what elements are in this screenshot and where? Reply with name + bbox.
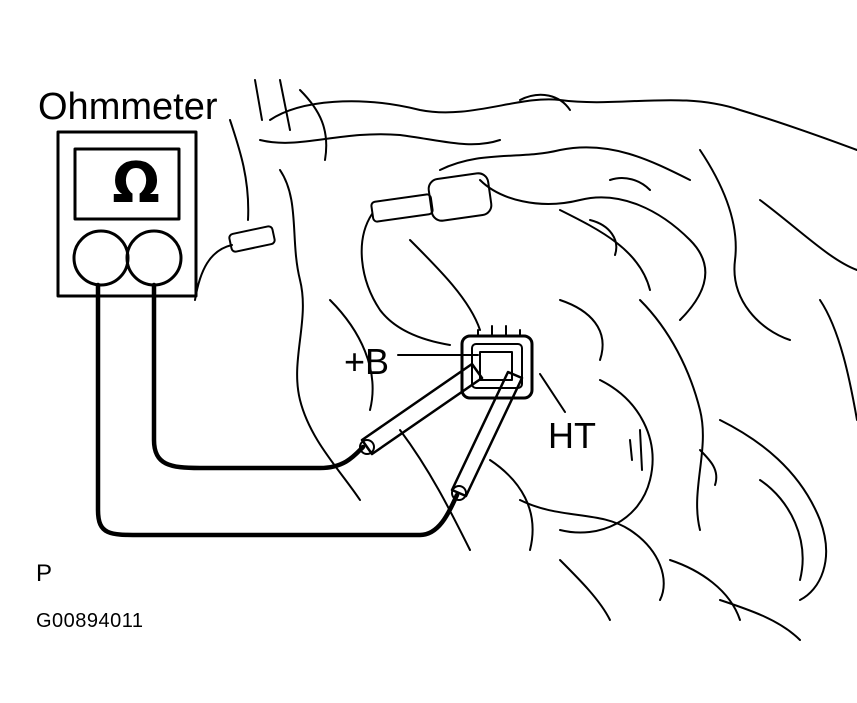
test-lead-upper [151,282,366,471]
sensor-right [360,172,493,346]
view-marker: P [36,560,53,587]
test-lead-lower [95,282,460,538]
engine-linework [229,79,857,641]
terminal-b-label: +B [344,341,390,382]
ohmmeter [56,130,198,298]
terminal-ht-label: HT [548,415,596,456]
sensor-left [194,225,276,301]
probe-right [450,370,524,501]
ht-leader-line [539,373,566,413]
figure-id: G00894011 [36,610,144,632]
sensor-connector [460,325,534,400]
omega-symbol: Ω [112,151,160,216]
ohmmeter-label: Ohmmeter [38,86,218,128]
